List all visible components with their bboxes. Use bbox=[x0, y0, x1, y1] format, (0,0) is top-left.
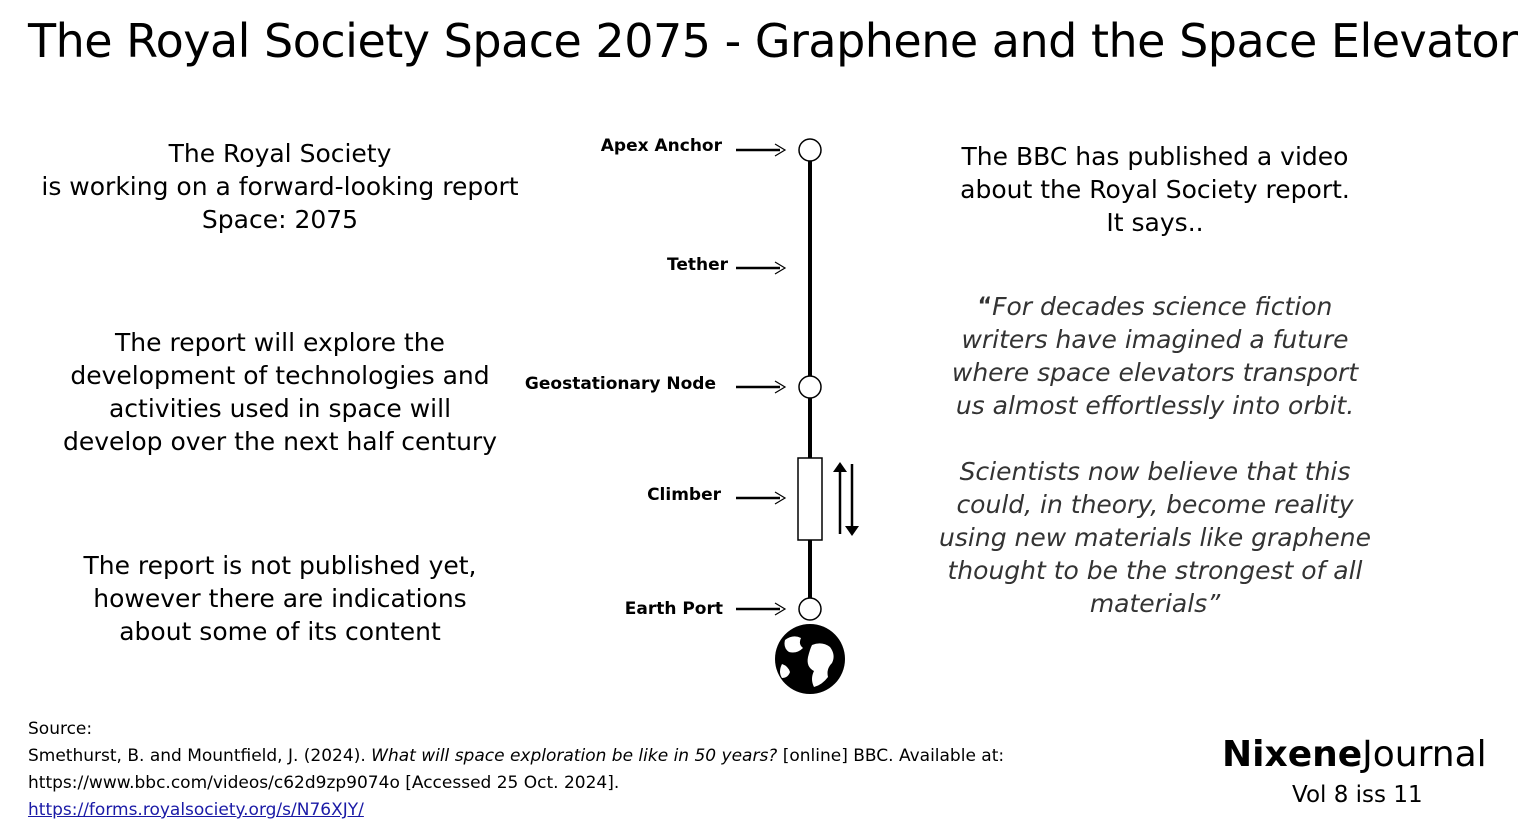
explore-text: The report will explore the development … bbox=[10, 326, 550, 458]
volume-issue: Vol 8 iss 11 bbox=[1292, 782, 1423, 808]
quote-line: For decades science fiction bbox=[992, 292, 1333, 321]
apex-arrow bbox=[736, 143, 787, 157]
climber-box bbox=[797, 457, 823, 541]
page-title: The Royal Society Space 2075 - Graphene … bbox=[28, 14, 1518, 68]
notice-text: The report is not published yet, however… bbox=[10, 549, 550, 648]
citation-authors: Smethurst, B. and Mountfield, J. (2024). bbox=[28, 746, 372, 766]
climber-label: Climber bbox=[647, 485, 721, 505]
climber-arrow bbox=[736, 491, 787, 505]
earth-port-label: Earth Port bbox=[624, 599, 723, 619]
globe-icon bbox=[775, 624, 845, 694]
apex-anchor-node bbox=[798, 138, 822, 162]
quote-line: where space elevators transport bbox=[951, 358, 1359, 387]
royal-society-link[interactable]: https://forms.royalsociety.org/s/N76XJY/ bbox=[28, 800, 364, 820]
citation-line: Smethurst, B. and Mountfield, J. (2024).… bbox=[28, 743, 1004, 770]
tether-arrow bbox=[736, 261, 787, 275]
bbc-intro-text: The BBC has published a video about the … bbox=[925, 140, 1385, 239]
explore-line: The report will explore the bbox=[115, 328, 445, 357]
geostationary-node-label: Geostationary Node bbox=[524, 374, 716, 394]
brand-light: Journal bbox=[1362, 734, 1487, 775]
quote-part-2: Scientists now believe that this could, … bbox=[925, 455, 1385, 620]
intro-line: is working on a forward-looking report bbox=[41, 172, 519, 201]
explore-line: develop over the next half century bbox=[62, 427, 498, 456]
source-block: Source: Smethurst, B. and Mountfield, J.… bbox=[28, 716, 1004, 824]
citation-title: What will space exploration be like in 5… bbox=[371, 746, 778, 766]
bbc-intro-line: about the Royal Society report. bbox=[960, 175, 1350, 204]
citation-url: https://www.bbc.com/videos/c62d9zp9074o … bbox=[28, 773, 620, 793]
apex-anchor-label: Apex Anchor bbox=[600, 136, 722, 156]
bbc-intro-line: The BBC has published a video bbox=[961, 142, 1349, 171]
open-quote-mark: “ bbox=[977, 294, 993, 319]
citation-publisher: [online] BBC. Available at: bbox=[777, 746, 1005, 766]
quote-line: writers have imagined a future bbox=[961, 325, 1349, 354]
explore-line: activities used in space will bbox=[108, 394, 452, 423]
earth-arrow bbox=[736, 602, 787, 616]
up-down-arrows-icon bbox=[833, 462, 859, 536]
quote-line: materials” bbox=[1089, 589, 1221, 618]
bbc-intro-line: It says.. bbox=[1106, 208, 1204, 237]
quote-line: Scientists now believe that this bbox=[959, 457, 1351, 486]
geostationary-node bbox=[798, 375, 822, 399]
source-heading: Source: bbox=[28, 719, 93, 739]
quote-line: thought to be the strongest of all bbox=[947, 556, 1363, 585]
tether-label: Tether bbox=[666, 255, 728, 275]
brand-bold: Nixene bbox=[1222, 734, 1363, 775]
intro-line: The Royal Society bbox=[168, 139, 392, 168]
notice-line: The report is not published yet, bbox=[83, 551, 477, 580]
journal-logo: NixeneJournal bbox=[1222, 734, 1487, 775]
earth-port-node bbox=[798, 597, 822, 621]
quote-line: could, in theory, become reality bbox=[956, 490, 1354, 519]
notice-line: about some of its content bbox=[119, 617, 441, 646]
notice-line: however there are indications bbox=[93, 584, 467, 613]
quote-line: using new materials like graphene bbox=[939, 523, 1371, 552]
geo-arrow bbox=[736, 380, 787, 394]
quote-line: us almost effortlessly into orbit. bbox=[955, 391, 1355, 420]
intro-line: Space: 2075 bbox=[201, 205, 359, 234]
intro-text: The Royal Society is working on a forwar… bbox=[10, 137, 550, 236]
quote-part-1: “For decades science fiction writers hav… bbox=[925, 290, 1385, 422]
explore-line: development of technologies and bbox=[70, 361, 490, 390]
